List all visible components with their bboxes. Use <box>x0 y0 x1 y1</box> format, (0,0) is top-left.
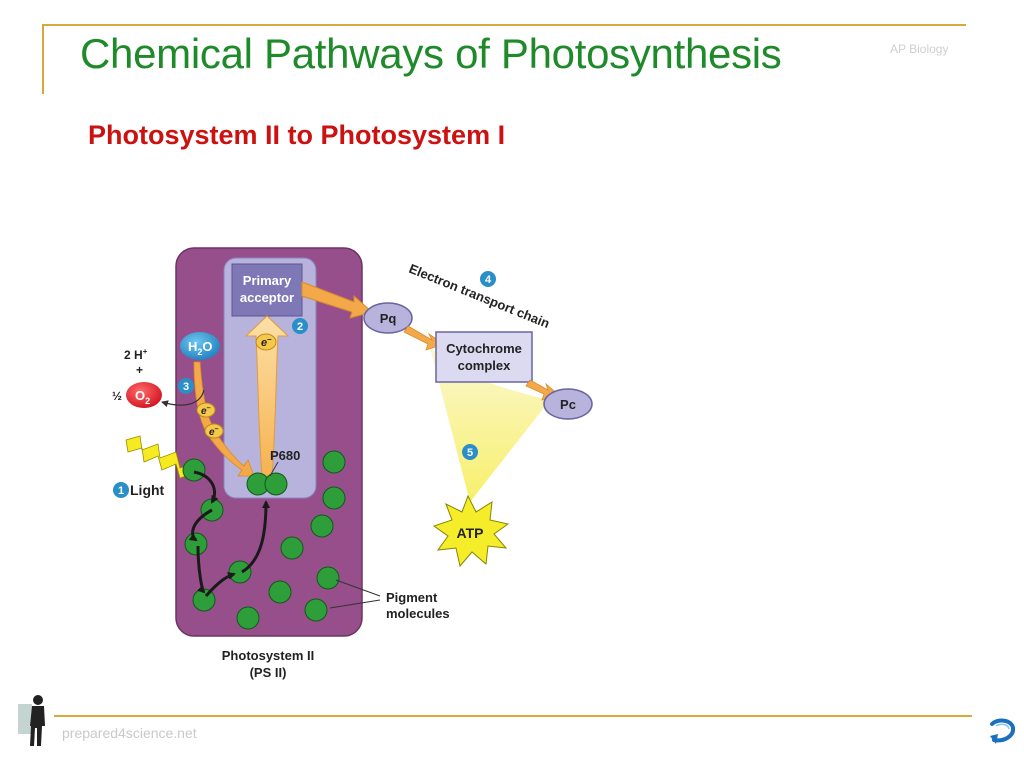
half-label: ½ <box>112 389 122 403</box>
pigment-4 <box>229 561 251 583</box>
pigment-12 <box>317 567 339 589</box>
p680-right <box>265 473 287 495</box>
photosystem-caption-2: (PS II) <box>250 665 287 680</box>
pigment-3 <box>185 533 207 555</box>
cytochrome-box <box>436 332 532 382</box>
photosystem-diagram: Primary acceptor e– Pq Cytochrome comple… <box>110 240 630 690</box>
pigment-9 <box>311 515 333 537</box>
pigment-label-1: Pigment <box>386 590 438 605</box>
p680-label: P680 <box>270 448 300 463</box>
cytochrome-label-2: complex <box>458 358 512 373</box>
pigment-label-2: molecules <box>386 606 450 621</box>
primary-acceptor-label-1: Primary <box>243 273 292 288</box>
step-4-label: 4 <box>485 274 492 286</box>
pigment-5 <box>193 589 215 611</box>
primary-acceptor-label-2: acceptor <box>240 290 294 305</box>
bottom-rule <box>54 715 972 717</box>
pigment-6 <box>237 607 259 629</box>
return-arrow-icon[interactable] <box>986 714 1020 748</box>
step-2-label: 2 <box>297 321 303 333</box>
pc-label: Pc <box>560 397 576 412</box>
atp-label: ATP <box>457 525 484 541</box>
top-rule <box>42 24 966 26</box>
side-rule <box>42 24 44 94</box>
person-logo-icon <box>14 690 54 750</box>
pigment-13 <box>305 599 327 621</box>
photosystem-caption-1: Photosystem II <box>222 648 314 663</box>
pigment-10 <box>323 487 345 509</box>
light-label: Light <box>130 482 165 498</box>
slide-subtitle: Photosystem II to Photosystem I <box>88 120 505 151</box>
cytochrome-label-1: Cytochrome <box>446 341 522 356</box>
protons-label: 2 H+ <box>124 347 148 362</box>
pigment-8 <box>281 537 303 559</box>
pigment-7 <box>269 581 291 603</box>
pq-label: Pq <box>380 311 397 326</box>
step-5-label: 5 <box>467 447 473 459</box>
course-label: AP Biology <box>890 42 948 56</box>
footer-site: prepared4science.net <box>62 725 197 741</box>
step-3-label: 3 <box>183 381 189 393</box>
pigment-1 <box>183 459 205 481</box>
etc-label: Electron transport chain <box>407 261 552 331</box>
step-1-label: 1 <box>118 485 124 497</box>
slide-title: Chemical Pathways of Photosynthesis <box>80 30 782 78</box>
plus-label: + <box>136 363 143 377</box>
pigment-11 <box>323 451 345 473</box>
